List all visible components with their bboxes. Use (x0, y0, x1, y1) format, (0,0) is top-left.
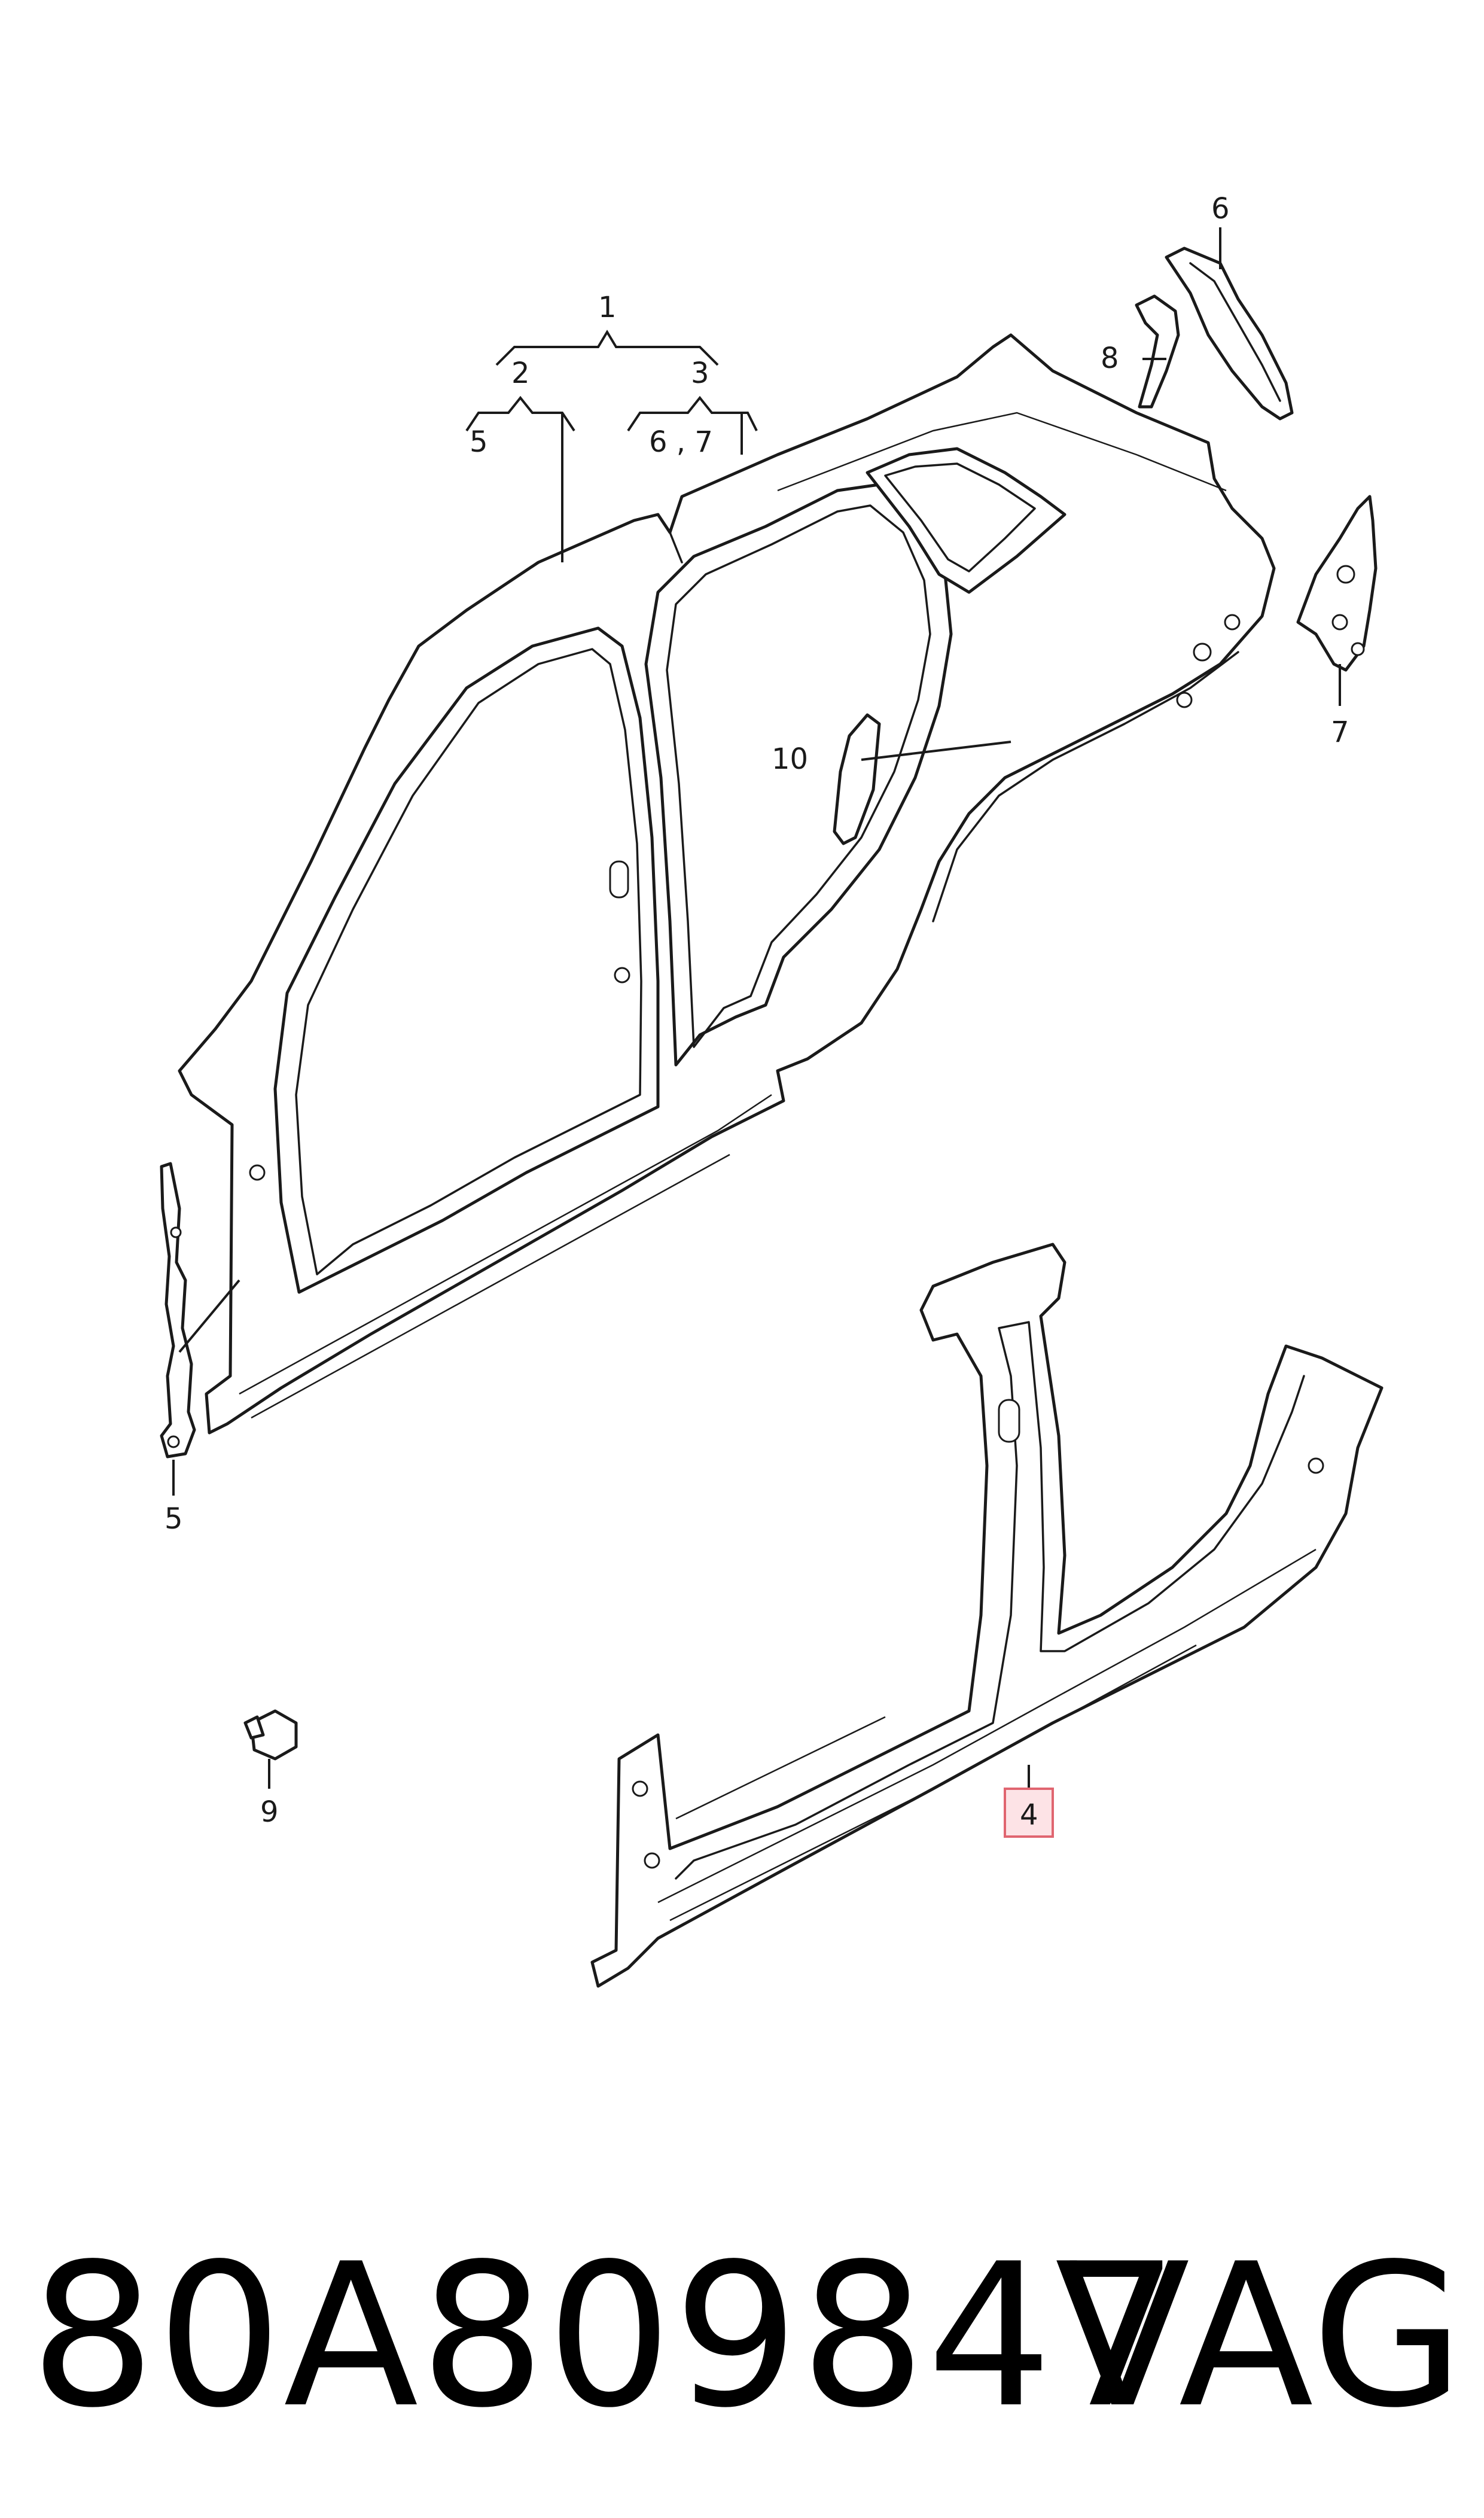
callout-4-highlight (1004, 1788, 1054, 1838)
pad-shape (833, 713, 881, 845)
front-door-opening (273, 626, 660, 1294)
part-6-trim (1165, 246, 1294, 421)
mount-hole (1308, 1457, 1324, 1474)
trim-outline (1165, 246, 1294, 421)
caption: 80A809847 VAG (30, 2213, 1465, 2477)
gusset-hole (1331, 614, 1348, 631)
bracket-group-3 (627, 395, 758, 432)
callout-2: 2 (511, 357, 530, 390)
trim-inner (1189, 262, 1281, 402)
sill-rail-line-2 (669, 1644, 1197, 1922)
panel-split-sill (776, 1070, 785, 1102)
mount-hole (1193, 643, 1212, 662)
callout-4: 4 (1020, 1798, 1038, 1832)
gusset-hole (1351, 642, 1365, 656)
wheel-arch-edge (932, 651, 1239, 922)
sill-line-upper (239, 1094, 772, 1395)
door-striker-slot (609, 860, 629, 899)
b-pillar-slot (998, 1399, 1020, 1443)
callout-1: 1 (598, 291, 617, 324)
callout-6: 6 (1211, 192, 1230, 226)
side-panel-assembly (178, 333, 1276, 1435)
brand-label: VAG (1055, 2221, 1465, 2451)
sill-line-lower (251, 1153, 730, 1419)
part-number: 80A809847 (30, 2221, 1181, 2451)
leader-10 (861, 741, 1011, 761)
callout-10: 10 (772, 742, 808, 776)
mount-hole (614, 967, 630, 984)
mount-hole (644, 1852, 660, 1869)
part-4-sill-b-pillar (590, 1243, 1384, 1988)
part-8-small-bracket (1135, 294, 1180, 409)
mount-hole (249, 1164, 266, 1181)
gusset-outline (1296, 495, 1378, 672)
parts-diagram: 1 2 3 5 6 , 7 6 8 7 10 5 9 4 (160, 192, 1384, 1988)
callout-3-sub: 6 , 7 (649, 425, 713, 459)
front-door-opening-inner (295, 648, 642, 1275)
callout-9: 9 (260, 1795, 279, 1829)
bracket-group-1 (495, 330, 719, 366)
mount-hole (632, 1780, 648, 1797)
part-7-gusset (1296, 495, 1378, 672)
small-bracket-outline (1135, 294, 1180, 409)
sill-panel-inner-contour (675, 1321, 1305, 1880)
part-5-bracket (160, 1162, 196, 1459)
bolt-head (249, 1709, 298, 1761)
callout-5: 5 (164, 1502, 183, 1536)
bracket-hole (170, 1226, 182, 1238)
bracket-hole (167, 1435, 180, 1448)
mount-hole (1176, 692, 1193, 708)
callout-8: 8 (1101, 342, 1119, 375)
quarter-window-inner (884, 462, 1036, 573)
callout-3: 3 (691, 357, 709, 390)
bracket-outline (160, 1162, 196, 1459)
sill-rail-line (657, 1548, 1317, 1904)
gusset-hole (1336, 565, 1355, 584)
body-crease-line (777, 412, 1227, 492)
bolt-shank (243, 1715, 265, 1740)
quarter-window-opening (866, 447, 1066, 594)
part-10-pad (833, 713, 881, 845)
callout-2-sub: 5 (470, 425, 488, 459)
sill-step-detail (675, 1716, 886, 1820)
panel-split-roof (657, 513, 683, 564)
mount-hole (1224, 614, 1241, 631)
part-9-bolt (243, 1709, 298, 1761)
rear-door-opening-inner (666, 504, 931, 1048)
leader-lines (172, 227, 1341, 1789)
callout-labels: 1 2 3 5 6 , 7 6 8 7 10 5 9 4 (164, 192, 1349, 1838)
sill-panel-outline (590, 1243, 1384, 1988)
callout-7: 7 (1331, 715, 1349, 749)
leader-5b (178, 1279, 240, 1353)
